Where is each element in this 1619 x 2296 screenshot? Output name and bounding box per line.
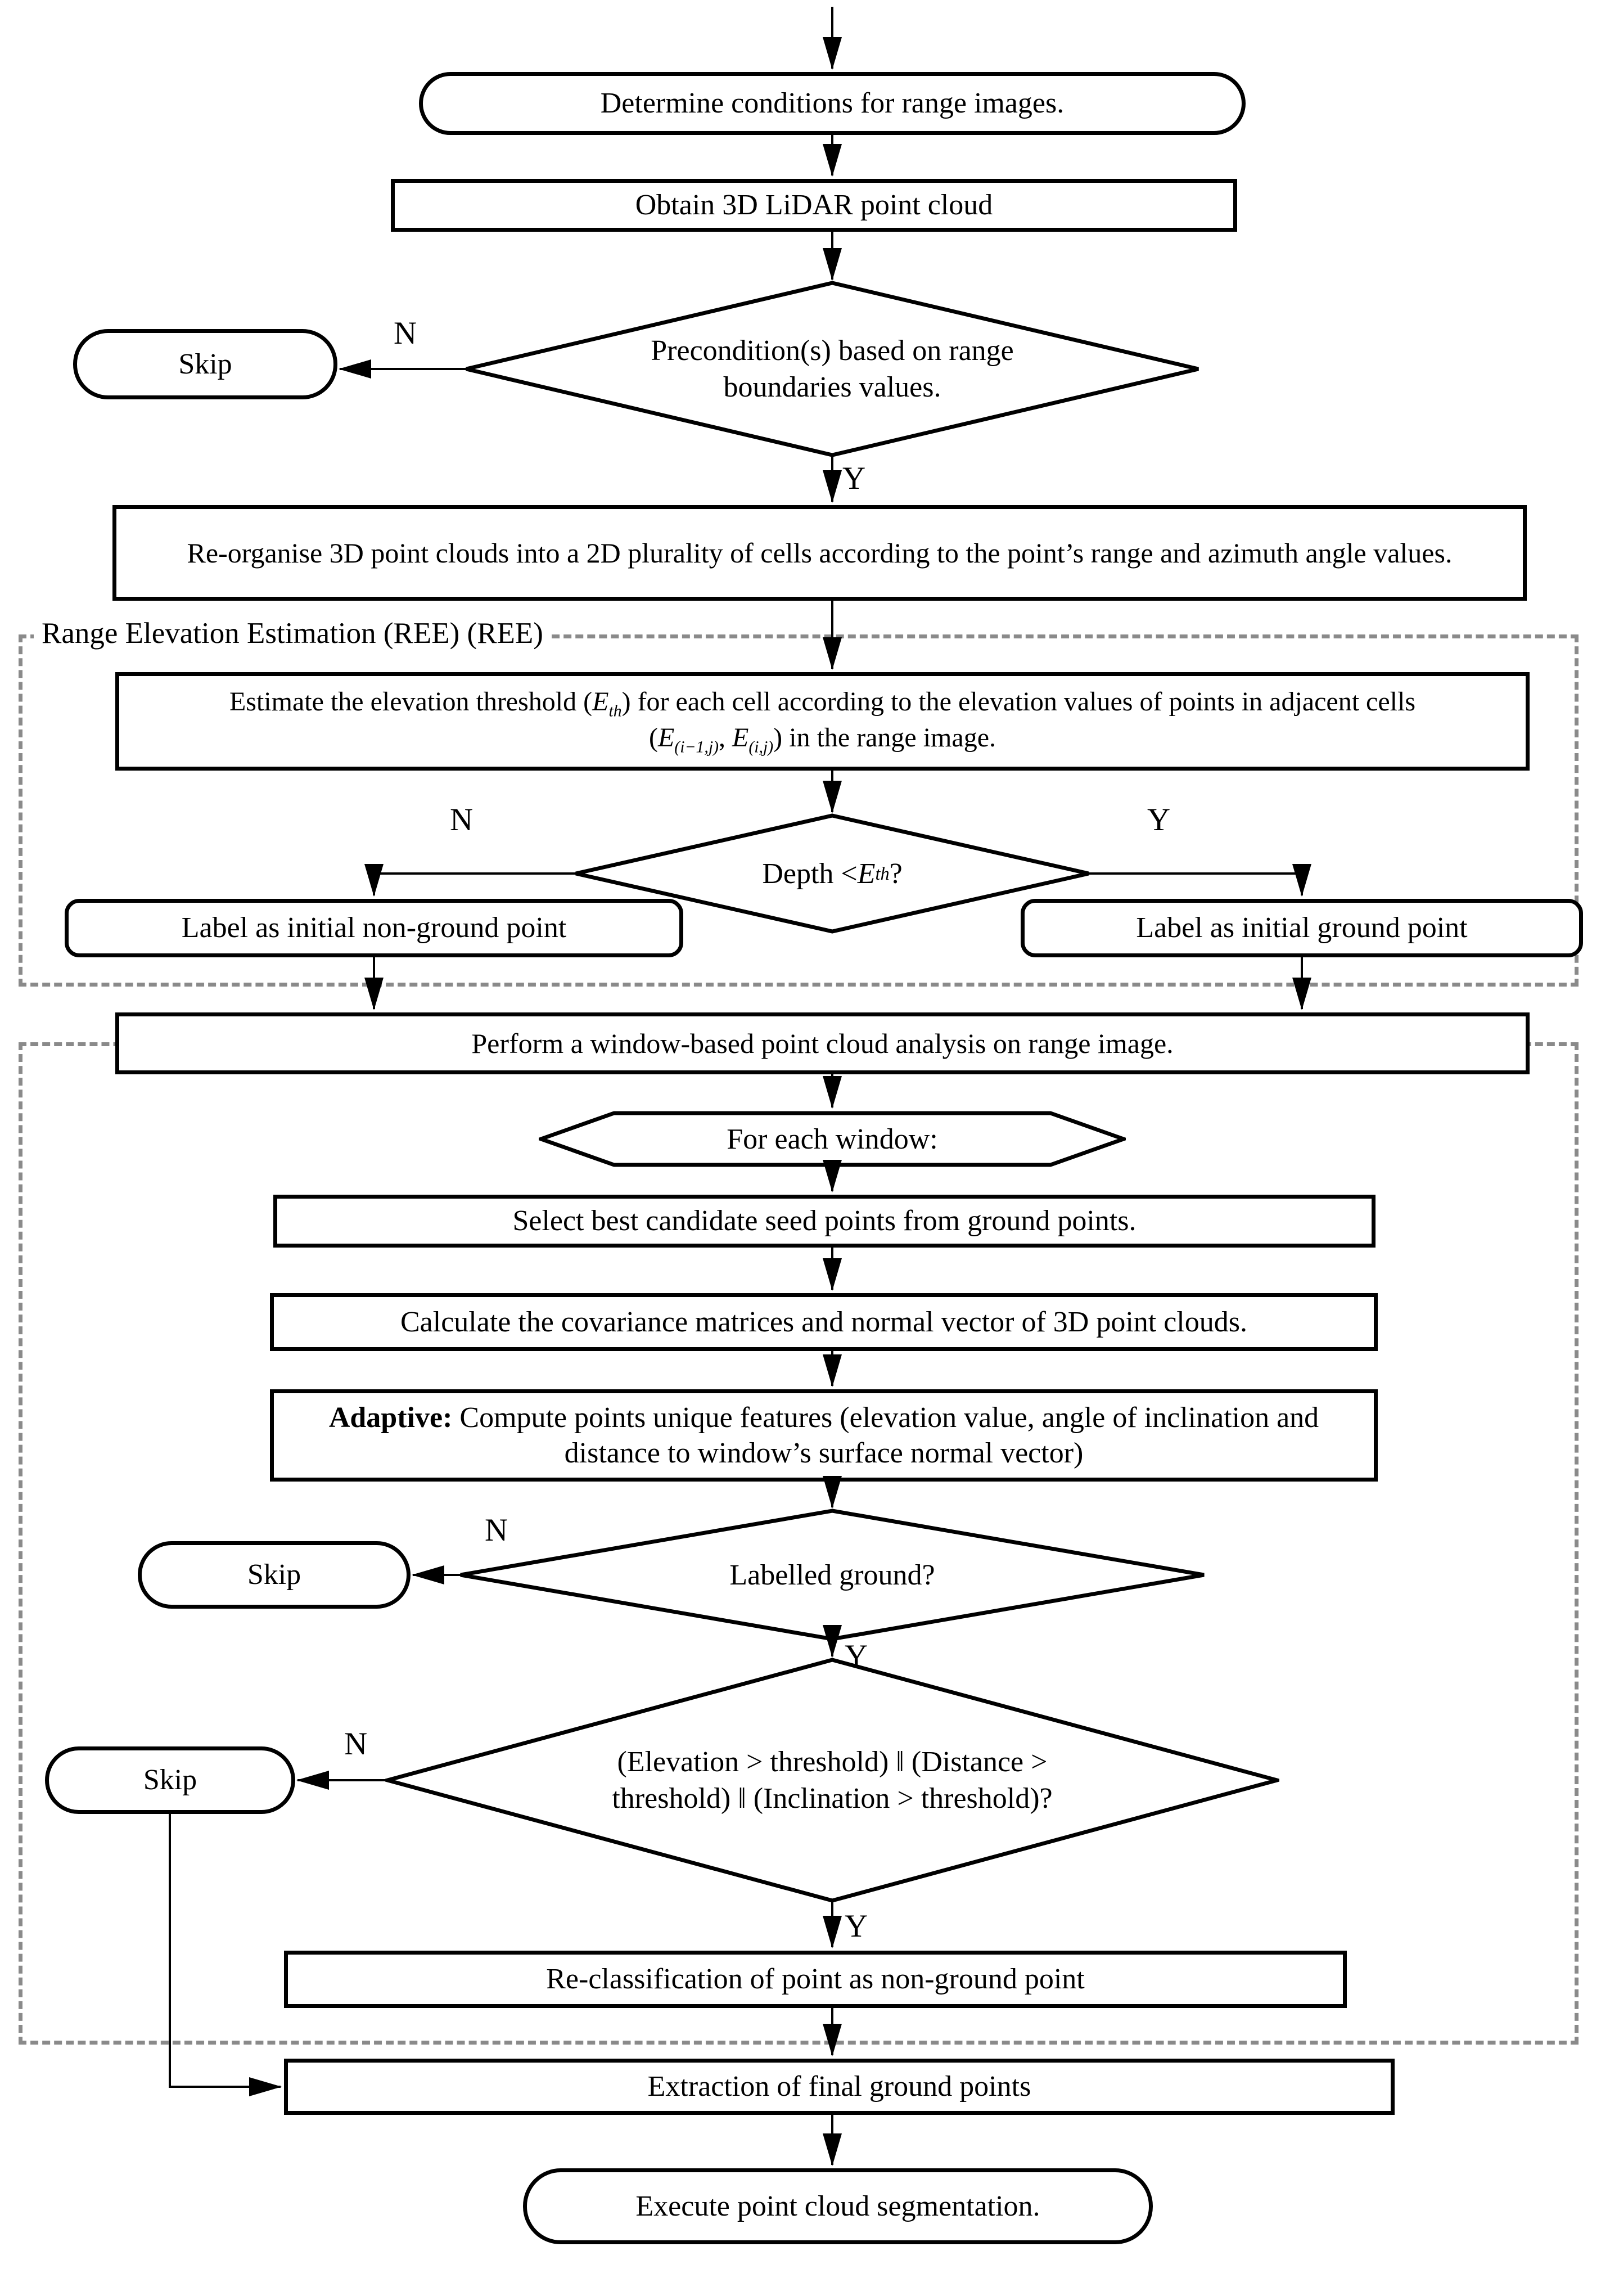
estimate-t1: Estimate the elevation threshold (	[229, 686, 593, 717]
node-covariance: Calculate the covariance matrices and no…	[270, 1293, 1378, 1351]
estimate-t3: (	[648, 722, 658, 753]
node-precondition-label: Precondition(s) based on range boundarie…	[651, 335, 1014, 403]
node-precondition-diamond	[466, 281, 1199, 457]
estimate-e3: E	[732, 722, 749, 753]
node-skip-1: Skip	[73, 329, 337, 399]
branch-label-y-depth: Y	[1147, 802, 1171, 838]
ree-region-box	[19, 634, 1579, 987]
node-execute-segmentation: Execute point cloud segmentation.	[523, 2168, 1153, 2244]
node-foreach-hexagon	[539, 1111, 1126, 1167]
node-depth-diamond	[575, 813, 1089, 934]
branch-label-n-threshold: N	[344, 1726, 368, 1762]
node-reclassification: Re-classification of point as non-ground…	[284, 1951, 1347, 2008]
edge-depth-nonground	[364, 864, 576, 897]
estimate-s3: (i,j)	[748, 737, 774, 757]
node-skip-2: Skip	[138, 1541, 411, 1609]
estimate-t5: ) in the range image.	[773, 722, 996, 753]
edge-depth-ground	[1088, 864, 1311, 897]
estimate-e2: E	[657, 722, 675, 753]
node-labelled-ground-label: Labelled ground?	[729, 1559, 935, 1591]
estimate-s2: (i−1,j)	[674, 737, 719, 757]
node-threshold-label-wrap: (Elevation > threshold) ‖ (Distance > th…	[385, 1658, 1279, 1903]
node-reclassification-label: Re-classification of point as non-ground…	[546, 1963, 1085, 1996]
depth-q: ?	[889, 857, 903, 890]
adaptive-rest: Compute points unique features (elevatio…	[452, 1401, 1319, 1469]
branch-label-n-labelled: N	[485, 1512, 508, 1548]
node-skip-2-label: Skip	[247, 1559, 301, 1591]
node-select-seed: Select best candidate seed points from g…	[273, 1195, 1376, 1248]
node-determine-conditions: Determine conditions for range images.	[419, 72, 1246, 135]
node-foreach-label: For each window:	[727, 1123, 938, 1155]
node-execute-segmentation-label: Execute point cloud segmentation.	[635, 2190, 1040, 2222]
estimate-line-2: (E(i−1,j), E(i,j)) in the range image.	[649, 722, 996, 758]
node-skip-1-label: Skip	[178, 348, 232, 380]
node-perform-analysis: Perform a window-based point cloud analy…	[115, 1012, 1530, 1074]
node-determine-conditions-label: Determine conditions for range images.	[600, 87, 1065, 120]
node-covariance-label: Calculate the covariance matrices and no…	[400, 1305, 1247, 1338]
node-estimate-threshold: Estimate the elevation threshold (Eth) f…	[115, 672, 1530, 771]
node-labelled-ground-label-wrap: Labelled ground?	[458, 1509, 1206, 1641]
branch-label-y-precondition: Y	[842, 461, 866, 496]
node-reorganise: Re-organise 3D point clouds into a 2D pl…	[112, 505, 1527, 601]
estimate-line-1: Estimate the elevation threshold (Eth) f…	[229, 686, 1415, 722]
edge-skip3-extraction	[169, 1814, 282, 2096]
branch-label-n-depth: N	[450, 802, 473, 838]
branch-label-y-threshold: Y	[845, 1908, 868, 1944]
ree-region-label: Range Elevation Estimation (REE) (REE)	[34, 616, 551, 650]
node-threshold-label: (Elevation > threshold) ‖ (Distance > th…	[612, 1746, 1053, 1815]
node-select-seed-label: Select best candidate seed points from g…	[512, 1205, 1137, 1237]
depth-s: th	[875, 863, 890, 884]
estimate-e1: E	[592, 686, 609, 717]
estimate-t4: ,	[719, 722, 733, 753]
node-skip-3-label: Skip	[143, 1764, 197, 1797]
node-skip-3: Skip	[45, 1746, 295, 1814]
node-adaptive-features: Adaptive: Compute points unique features…	[270, 1389, 1378, 1482]
depth-e: E	[857, 857, 876, 890]
node-extraction-label: Extraction of final ground points	[647, 2070, 1031, 2103]
node-label-non-ground: Label as initial non-ground point	[65, 899, 683, 957]
adaptive-prefix: Adaptive:	[328, 1401, 453, 1434]
node-obtain-point-cloud-label: Obtain 3D LiDAR point cloud	[635, 189, 993, 222]
estimate-s1: th	[608, 701, 622, 721]
node-precondition-label-wrap: Precondition(s) based on range boundarie…	[464, 281, 1201, 457]
node-label-ground-label: Label as initial ground point	[1136, 912, 1468, 944]
node-reorganise-label: Re-organise 3D point clouds into a 2D pl…	[187, 537, 1453, 569]
estimate-t2: ) for each cell according to the elevati…	[621, 686, 1416, 717]
node-adaptive-features-label: Adaptive: Compute points unique features…	[290, 1400, 1358, 1471]
node-obtain-point-cloud: Obtain 3D LiDAR point cloud	[391, 179, 1237, 232]
depth-t1: Depth <	[762, 857, 858, 890]
node-perform-analysis-label: Perform a window-based point cloud analy…	[471, 1027, 1174, 1059]
node-label-non-ground-label: Label as initial non-ground point	[181, 912, 567, 944]
node-label-ground: Label as initial ground point	[1021, 899, 1583, 957]
node-extraction: Extraction of final ground points	[284, 2059, 1395, 2115]
branch-label-n-precondition: N	[394, 316, 417, 351]
node-foreach-label-wrap: For each window:	[539, 1111, 1126, 1167]
branch-label-y-labelled: Y	[845, 1638, 868, 1674]
